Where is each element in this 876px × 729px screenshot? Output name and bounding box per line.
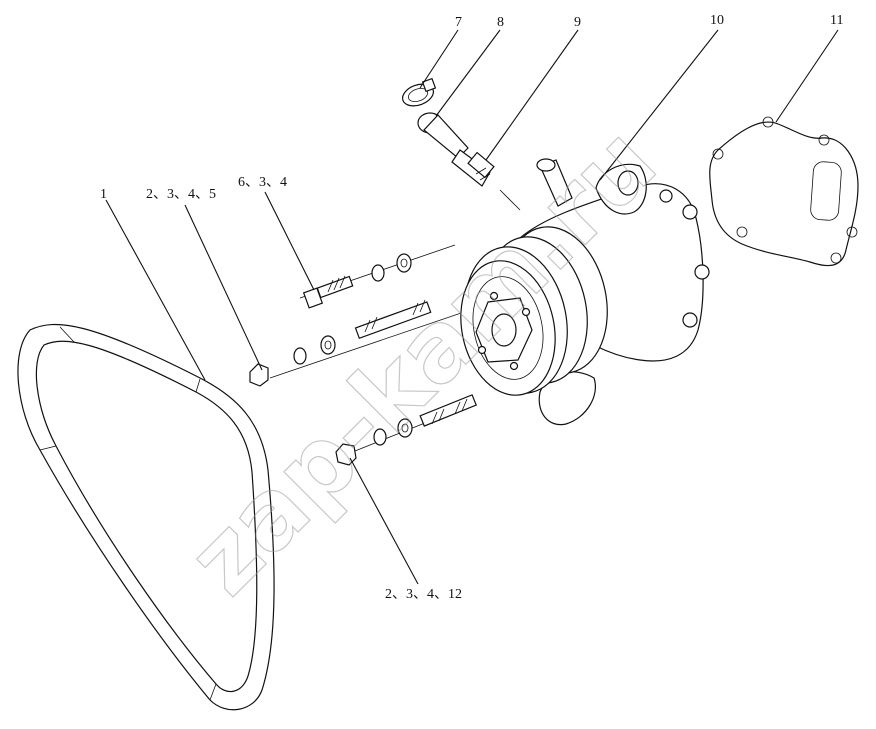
callout-10: 10 [710,13,724,28]
callout-7: 7 [455,15,462,30]
water-pump [460,158,710,426]
hose-parts [401,77,495,187]
callout-6-3-4: 6、3、4 [238,175,287,190]
gasket [709,116,859,267]
callout-2-3-4-5: 2、3、4、5 [146,187,216,202]
stud-group-middle [249,299,432,387]
callout-labels: 1 2、3、4、5 6、3、4 7 8 9 10 11 2、3、4、12 [100,13,843,602]
bolt-group-upper [302,253,412,309]
callout-2-3-4-12: 2、3、4、12 [385,587,462,602]
drive-belt [17,323,275,711]
callout-9: 9 [574,15,581,30]
callout-11: 11 [830,13,843,28]
callout-1: 1 [100,187,107,202]
leader-lines [105,29,839,585]
callout-8: 8 [497,15,504,30]
